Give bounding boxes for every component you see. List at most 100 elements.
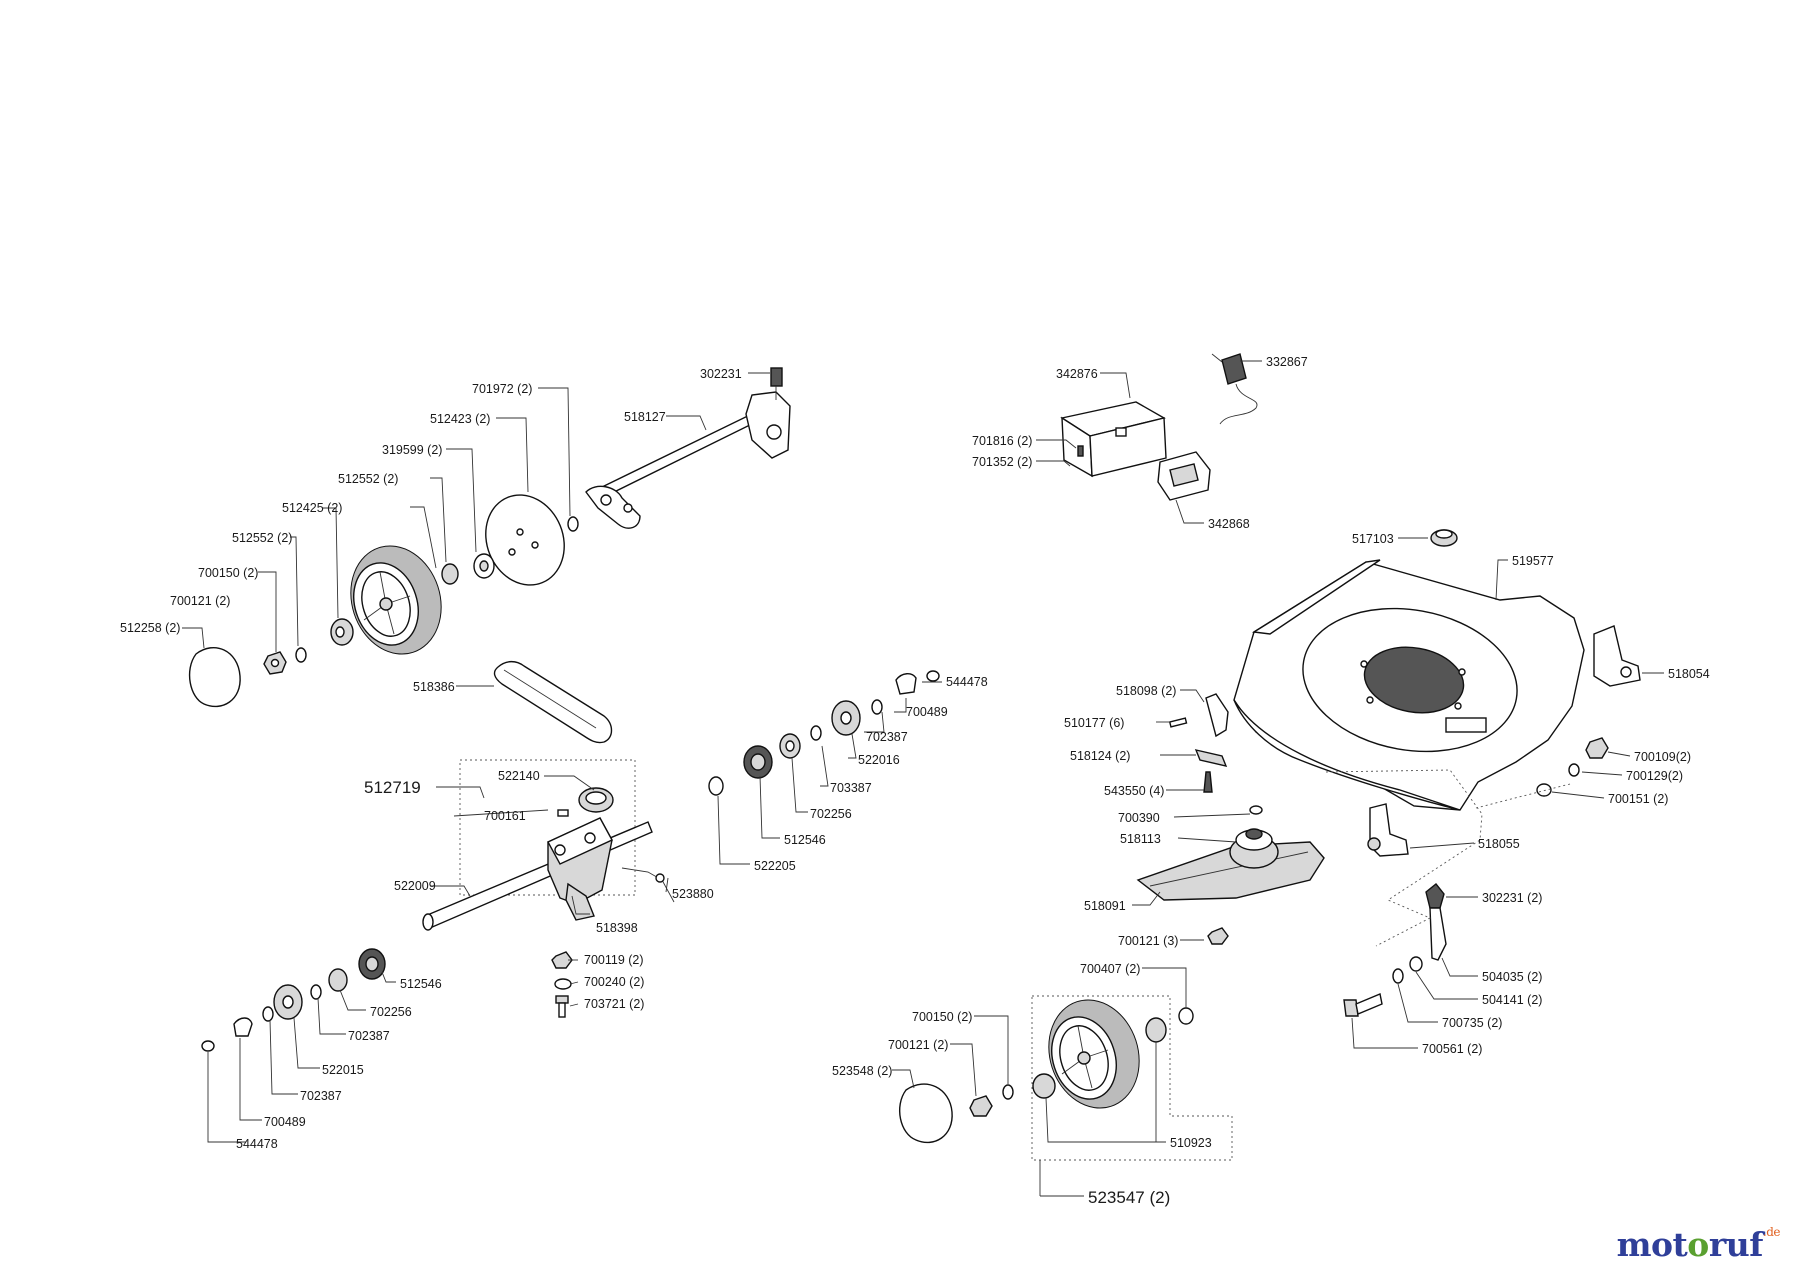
clip-700489-a [895, 673, 917, 695]
washer-700129 [1568, 763, 1580, 777]
washer-522205 [708, 776, 724, 796]
label-510923: 510923 [1170, 1136, 1212, 1150]
label-512552-a: 512552 (2) [338, 472, 398, 486]
label-518124: 518124 (2) [1070, 749, 1130, 763]
gear-512546-a [743, 745, 773, 779]
hubcap-512258 [188, 647, 241, 708]
cable-523880 [621, 867, 675, 903]
label-700489-b: 700489 [264, 1115, 306, 1129]
nut-700121-b [1207, 927, 1229, 945]
label-700121-a: 700121 (2) [170, 594, 230, 608]
label-512546-a: 512546 [784, 833, 826, 847]
label-517103: 517103 [1352, 532, 1394, 546]
label-702256-b: 702256 [370, 1005, 412, 1019]
label-523880: 523880 [672, 887, 714, 901]
label-319599: 319599 (2) [382, 443, 442, 457]
label-512546-b: 512546 [400, 977, 442, 991]
handle-lever-518127 [585, 367, 791, 529]
label-518386: 518386 [413, 680, 455, 694]
label-522140: 522140 [498, 769, 540, 783]
label-512258: 512258 (2) [120, 621, 180, 635]
height-lever-302231 [1425, 883, 1447, 961]
washer-544478-a [926, 670, 940, 682]
label-700119: 700119 (2) [584, 953, 644, 967]
label-700109: 700109(2) [1634, 750, 1691, 764]
bolt-set-700119 [551, 951, 573, 1018]
label-522016: 522016 [858, 753, 900, 767]
gear-512546-b [358, 948, 386, 980]
bracket-518098 [1205, 693, 1229, 738]
nut-700109 [1585, 737, 1609, 759]
washer-700407 [1178, 1007, 1194, 1025]
charger-332867 [1211, 353, 1258, 425]
nut-700121-c [969, 1095, 993, 1117]
label-544478-b: 544478 [236, 1137, 278, 1151]
label-512425: 512425 (2) [282, 501, 342, 515]
connector-342868 [1157, 451, 1211, 501]
washer-504035 [1409, 956, 1423, 972]
gear-522015 [273, 984, 303, 1020]
label-523548: 523548 (2) [832, 1064, 892, 1078]
label-702387-b: 702387 [348, 1029, 390, 1043]
gear-522016 [831, 700, 861, 736]
washer-504141 [1392, 968, 1404, 984]
label-700161: 700161 [484, 809, 526, 823]
logo-part-3: ruf [1708, 1225, 1764, 1264]
label-700240: 700240 (2) [584, 975, 644, 989]
label-701352: 701352 (2) [972, 455, 1032, 469]
label-518098: 518098 (2) [1116, 684, 1176, 698]
bracket-518054 [1593, 625, 1641, 687]
label-522015: 522015 [322, 1063, 364, 1077]
washer-701972 [567, 516, 579, 532]
leader-lines [182, 360, 1664, 1196]
label-700390: 700390 [1118, 811, 1160, 825]
washer-700151 [1536, 783, 1552, 797]
label-302231-b: 302231 (2) [1482, 891, 1542, 905]
label-504035: 504035 (2) [1482, 970, 1542, 984]
screw-510177 [1168, 717, 1188, 728]
bolt-700561 [1343, 993, 1383, 1017]
wheel-disc-512423 [485, 494, 565, 586]
label-342868: 342868 [1208, 517, 1250, 531]
label-700561: 700561 (2) [1422, 1042, 1482, 1056]
label-512719: 512719 [364, 778, 421, 797]
front-wheel [1048, 999, 1140, 1109]
plate-518124 [1194, 749, 1228, 767]
battery-box-342876 [1060, 401, 1167, 478]
motoruf-logo: motoruf.de [1616, 1225, 1781, 1264]
screw-543550 [1203, 771, 1213, 793]
label-302231: 302231 [700, 367, 742, 381]
label-543550: 543550 (4) [1104, 784, 1164, 798]
bushing-702256-b [328, 968, 348, 992]
label-700151: 700151 (2) [1608, 792, 1668, 806]
part-labels: 302231 701972 (2) 518127 512423 (2) 3195… [120, 355, 1710, 1207]
washer-702387-a [871, 699, 883, 715]
label-700735: 700735 (2) [1442, 1016, 1502, 1030]
label-519577: 519577 [1512, 554, 1554, 568]
label-700129: 700129(2) [1626, 769, 1683, 783]
label-544478-a: 544478 [946, 675, 988, 689]
bushing-front-a [1145, 1017, 1167, 1043]
bushing-512552-a [441, 563, 459, 585]
washer-703387 [810, 725, 822, 741]
washer-700150-a [295, 647, 307, 663]
adapter-518113 [1229, 828, 1279, 869]
label-700407: 700407 (2) [1080, 962, 1140, 976]
label-523547: 523547 (2) [1088, 1188, 1170, 1207]
label-518055: 518055 [1478, 837, 1520, 851]
washer-702387-c [262, 1006, 274, 1022]
logo-part-1: mot [1616, 1225, 1688, 1264]
label-518113: 518113 [1120, 832, 1161, 846]
label-702387-c: 702387 [300, 1089, 342, 1103]
hubcap-523548 [899, 1083, 953, 1144]
bushing-319599 [473, 553, 495, 579]
washer-700150-b [1002, 1084, 1014, 1100]
label-332867: 332867 [1266, 355, 1308, 369]
label-702387-a: 702387 [866, 730, 908, 744]
label-522009: 522009 [394, 879, 436, 893]
nut-700121-a [263, 651, 287, 675]
gearbox-512719 [422, 787, 653, 931]
label-703721: 703721 (2) [584, 997, 644, 1011]
bushing-front-b [1032, 1073, 1056, 1099]
